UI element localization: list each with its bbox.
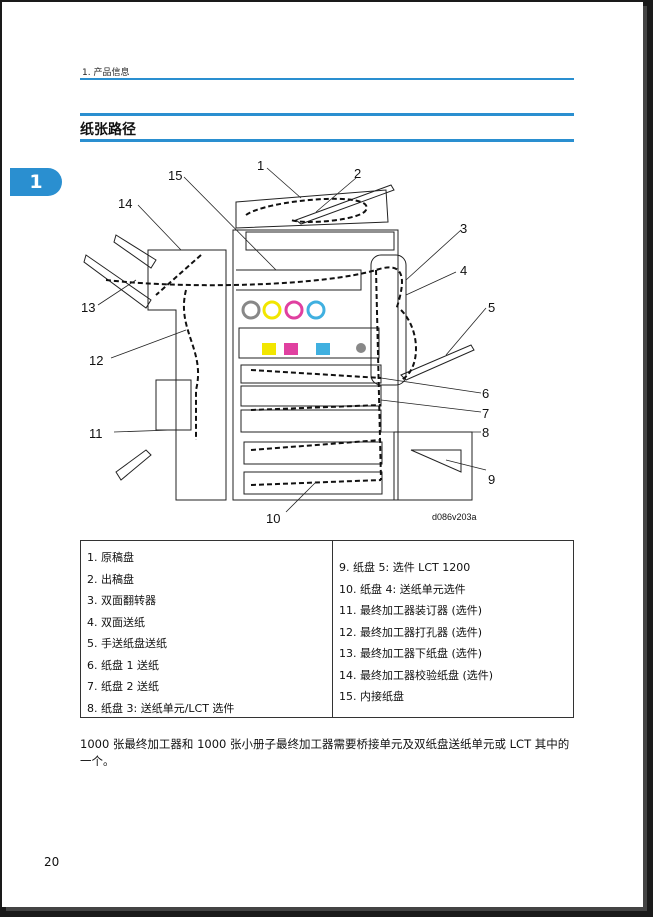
legend-item: 15. 内接纸盘	[339, 690, 404, 703]
legend-column-right: 9. 纸盘 5: 选件 LCT 1200 10. 纸盘 4: 送纸单元选件 11…	[333, 541, 573, 717]
callout-5: 5	[488, 300, 495, 315]
note-paragraph: 1000 张最终加工器和 1000 张小册子最终加工器需要桥接单元及双纸盘送纸单…	[80, 737, 570, 768]
proof-tray	[113, 234, 157, 269]
section-title: 纸张路径	[80, 122, 136, 138]
original-tray	[294, 184, 395, 225]
legend-item: 2. 出稿盘	[87, 572, 134, 586]
adf-unit	[235, 189, 389, 229]
callout-12: 12	[89, 353, 103, 368]
callout-4: 4	[460, 263, 467, 278]
legend-item: 5. 手送纸盘送纸	[87, 637, 167, 650]
callout-9: 9	[488, 472, 495, 487]
legend-item: 6. 纸盘 1 送纸	[87, 658, 159, 672]
callout-6: 6	[482, 386, 489, 401]
callout-1: 1	[257, 158, 264, 173]
legend-item: 13. 最终加工器下纸盘 (选件)	[339, 647, 483, 660]
lower-tray	[83, 254, 152, 309]
callout-3: 3	[460, 221, 467, 236]
section-rule-bottom	[80, 139, 574, 142]
legend-item: 14. 最终加工器校验纸盘 (选件)	[339, 668, 494, 682]
running-header: 1. 产品信息	[82, 68, 130, 78]
callout-11: 11	[89, 426, 103, 441]
page-number: 20	[44, 855, 60, 869]
callout-13: 13	[81, 300, 95, 315]
paper-path-diagram: 1 2 3 4 5 6 7 8 9 10 11 12 13 14 15 d086…	[81, 158, 495, 526]
legend-table: 1. 原稿盘 2. 出稿盘 3. 双面翻转器 4. 双面送纸 5. 手送纸盘送纸…	[80, 540, 574, 718]
header-rule	[80, 78, 574, 80]
callout-15: 15	[168, 168, 182, 183]
figure-code: d086v203a	[432, 512, 477, 522]
legend-item: 7. 纸盘 2 送纸	[87, 680, 159, 693]
callout-10: 10	[266, 511, 280, 526]
copier-body	[232, 229, 399, 501]
legend-item: 3. 双面翻转器	[87, 594, 156, 607]
legend-item: 11. 最终加工器装订器 (选件)	[339, 604, 483, 617]
legend-item: 9. 纸盘 5: 选件 LCT 1200	[339, 561, 471, 574]
chapter-tab[interactable]: 1	[10, 168, 62, 196]
bypass-tray	[400, 344, 475, 381]
legend-item: 4. 双面送纸	[87, 615, 145, 629]
legend-item: 12. 最终加工器打孔器 (选件)	[339, 625, 483, 639]
legend-item: 8. 纸盘 3: 送纸单元/LCT 选件	[87, 701, 235, 715]
legend-column-left: 1. 原稿盘 2. 出稿盘 3. 双面翻转器 4. 双面送纸 5. 手送纸盘送纸…	[81, 541, 333, 717]
lct-unit	[393, 431, 473, 501]
section-rule-top	[80, 113, 574, 116]
finisher-unit	[147, 249, 227, 501]
legend-item: 10. 纸盘 4: 送纸单元选件	[339, 582, 466, 596]
callout-2: 2	[354, 166, 361, 181]
duplex-unit	[370, 254, 407, 386]
document-page: 1. 产品信息	[2, 2, 643, 907]
callout-14: 14	[118, 196, 132, 211]
callout-7: 7	[482, 406, 489, 421]
legend-item: 1. 原稿盘	[87, 551, 134, 564]
callout-8: 8	[482, 425, 489, 440]
